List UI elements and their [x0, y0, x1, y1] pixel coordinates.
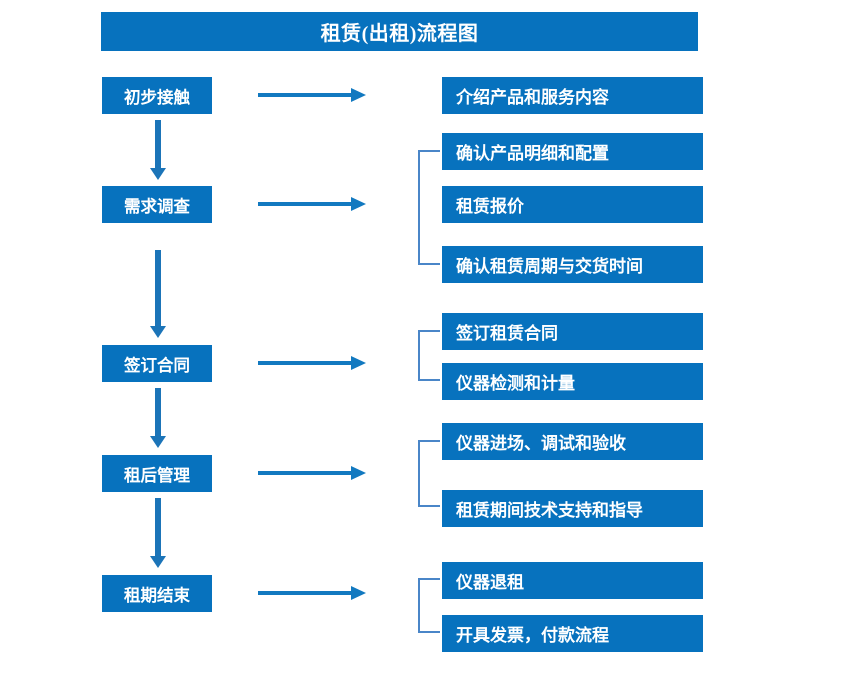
arrow-shaft [258, 361, 351, 365]
arrow-head-icon [351, 197, 366, 211]
arrow-shaft [155, 388, 161, 436]
arrow-head-icon [351, 356, 366, 370]
stage-box-1[interactable]: 初步接触 [102, 77, 212, 114]
stage-box-3[interactable]: 签订合同 [102, 345, 212, 382]
arrow-shaft [155, 120, 161, 168]
detail-box-6[interactable]: 仪器检测和计量 [442, 363, 703, 400]
detail-box-3[interactable]: 租赁报价 [442, 186, 703, 223]
stage-box-2[interactable]: 需求调查 [102, 186, 212, 223]
arrow-head-icon [150, 436, 166, 448]
arrow-head-icon [351, 586, 366, 600]
arrow-head-icon [150, 556, 166, 568]
vertical-arrow-3 [150, 388, 166, 448]
vertical-arrow-2 [150, 250, 166, 338]
arrow-head-icon [150, 326, 166, 338]
arrow-head-icon [351, 466, 366, 480]
arrow-shaft [258, 93, 351, 97]
detail-box-4[interactable]: 确认租赁周期与交货时间 [442, 246, 703, 283]
stage-box-5[interactable]: 租期结束 [102, 575, 212, 612]
stage-box-4[interactable]: 租后管理 [102, 455, 212, 492]
horizontal-arrow-5 [258, 586, 366, 600]
group-bracket-2 [418, 330, 440, 381]
vertical-arrow-1 [150, 120, 166, 180]
detail-box-5[interactable]: 签订租赁合同 [442, 313, 703, 350]
vertical-arrow-4 [150, 498, 166, 568]
horizontal-arrow-2 [258, 197, 366, 211]
horizontal-arrow-1 [258, 88, 366, 102]
arrow-shaft [258, 591, 351, 595]
detail-box-1[interactable]: 介绍产品和服务内容 [442, 77, 703, 114]
arrow-head-icon [150, 168, 166, 180]
detail-box-9[interactable]: 仪器退租 [442, 562, 703, 599]
group-bracket-1 [418, 150, 440, 265]
arrow-head-icon [351, 88, 366, 102]
detail-box-8[interactable]: 租赁期间技术支持和指导 [442, 490, 703, 527]
horizontal-arrow-3 [258, 356, 366, 370]
detail-box-7[interactable]: 仪器进场、调试和验收 [442, 423, 703, 460]
detail-box-2[interactable]: 确认产品明细和配置 [442, 133, 703, 170]
group-bracket-4 [418, 578, 440, 633]
page-title: 租赁(出租)流程图 [101, 12, 698, 51]
horizontal-arrow-4 [258, 466, 366, 480]
arrow-shaft [258, 471, 351, 475]
detail-box-10[interactable]: 开具发票，付款流程 [442, 615, 703, 652]
arrow-shaft [155, 250, 161, 326]
arrow-shaft [258, 202, 351, 206]
group-bracket-3 [418, 440, 440, 507]
arrow-shaft [155, 498, 161, 556]
